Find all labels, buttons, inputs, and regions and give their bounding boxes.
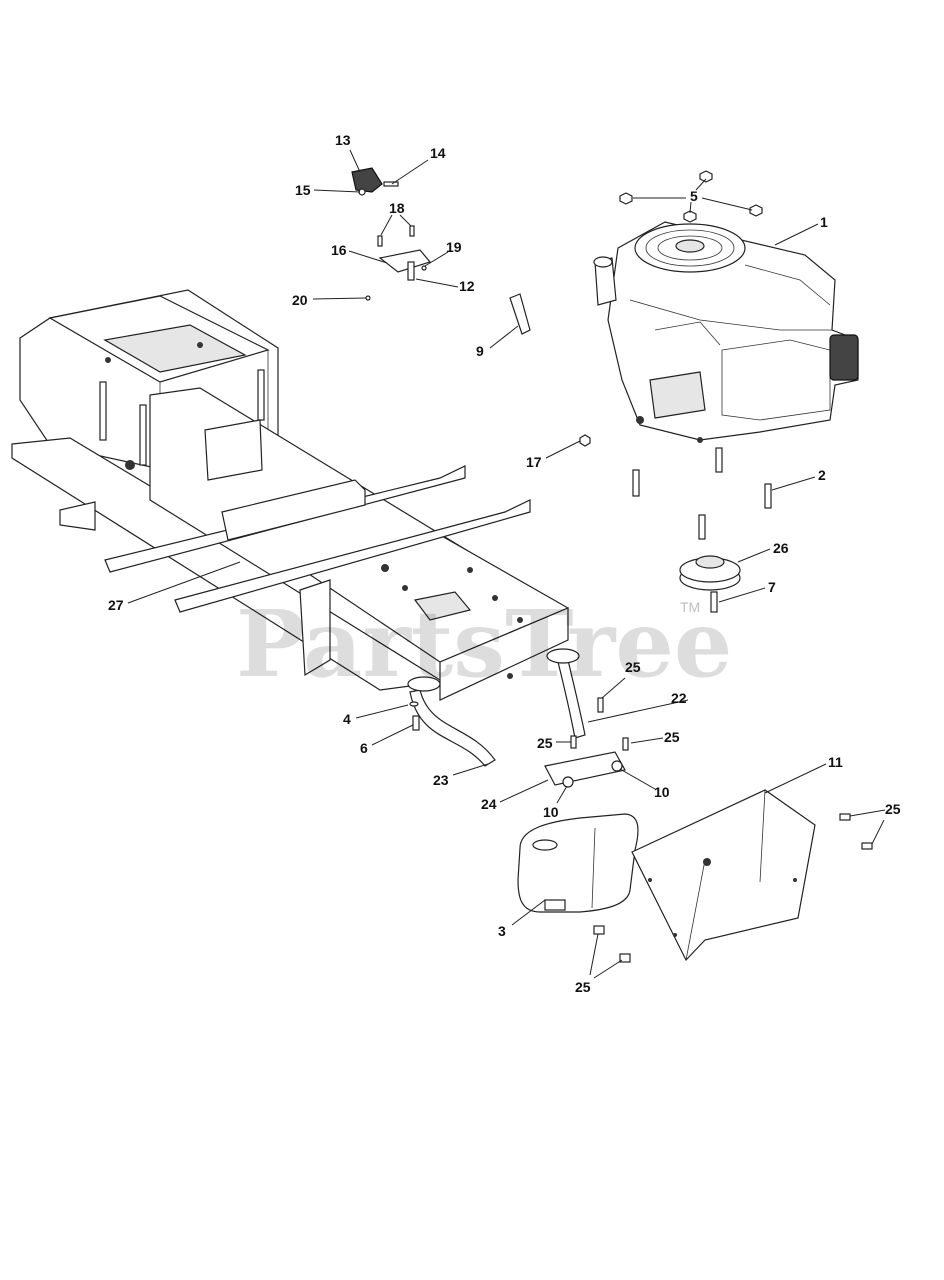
callout-4[interactable]: 4 bbox=[343, 711, 351, 727]
callout-25-middle-right[interactable]: 25 bbox=[664, 729, 680, 745]
callout-26[interactable]: 26 bbox=[773, 540, 789, 556]
nut[interactable] bbox=[579, 434, 591, 447]
callout-14[interactable]: 14 bbox=[430, 145, 446, 161]
callout-7[interactable]: 7 bbox=[768, 579, 776, 595]
callout-1[interactable]: 1 bbox=[820, 214, 828, 230]
lift-bracket[interactable] bbox=[509, 293, 531, 335]
pulley[interactable] bbox=[679, 555, 741, 591]
nut-group-5[interactable] bbox=[619, 170, 763, 223]
callout-12[interactable]: 12 bbox=[459, 278, 475, 294]
throttle-assembly[interactable] bbox=[351, 167, 432, 301]
callout-11[interactable]: 11 bbox=[828, 754, 843, 770]
callout-9[interactable]: 9 bbox=[476, 343, 484, 359]
exhaust-pipe-right[interactable] bbox=[546, 648, 586, 739]
heat-shield[interactable] bbox=[631, 789, 816, 962]
callout-27[interactable]: 27 bbox=[108, 597, 124, 613]
washer[interactable] bbox=[409, 701, 419, 707]
callout-10-right[interactable]: 10 bbox=[654, 784, 670, 800]
callout-3[interactable]: 3 bbox=[498, 923, 506, 939]
callout-25-middle-left[interactable]: 25 bbox=[537, 735, 553, 751]
callout-22[interactable]: 22 bbox=[671, 690, 687, 706]
frame-assembly[interactable] bbox=[11, 289, 570, 701]
callout-10-left[interactable]: 10 bbox=[543, 804, 559, 820]
bolt-group-2[interactable] bbox=[632, 447, 772, 540]
bolt-group-25[interactable] bbox=[570, 697, 873, 963]
callout-24[interactable]: 24 bbox=[481, 796, 497, 812]
callout-18[interactable]: 18 bbox=[389, 200, 405, 216]
engine[interactable] bbox=[593, 221, 859, 443]
watermark: PartsTree bbox=[236, 590, 732, 698]
callout-13[interactable]: 13 bbox=[335, 132, 351, 148]
watermark-trademark: TM bbox=[680, 599, 700, 615]
callout-17[interactable]: 17 bbox=[526, 454, 542, 470]
callout-labels: 1 2 3 4 5 6 7 9 10 10 11 12 13 14 15 16 … bbox=[108, 132, 901, 995]
bolt[interactable] bbox=[412, 715, 420, 731]
key[interactable] bbox=[710, 591, 718, 613]
callout-20[interactable]: 20 bbox=[292, 292, 308, 308]
callout-5[interactable]: 5 bbox=[690, 188, 698, 204]
callout-23[interactable]: 23 bbox=[433, 772, 449, 788]
muffler-bracket[interactable] bbox=[544, 751, 626, 788]
exhaust-pipe-left[interactable] bbox=[407, 676, 496, 767]
leader-lines bbox=[127, 149, 886, 979]
callout-19[interactable]: 19 bbox=[446, 239, 462, 255]
callout-15[interactable]: 15 bbox=[295, 182, 311, 198]
callout-16[interactable]: 16 bbox=[331, 242, 347, 258]
muffler[interactable] bbox=[517, 813, 639, 913]
callout-25-bottom[interactable]: 25 bbox=[575, 979, 591, 995]
callout-25-right[interactable]: 25 bbox=[885, 801, 901, 817]
callout-25-upper[interactable]: 25 bbox=[625, 659, 641, 675]
callout-2[interactable]: 2 bbox=[818, 467, 826, 483]
callout-6[interactable]: 6 bbox=[360, 740, 368, 756]
